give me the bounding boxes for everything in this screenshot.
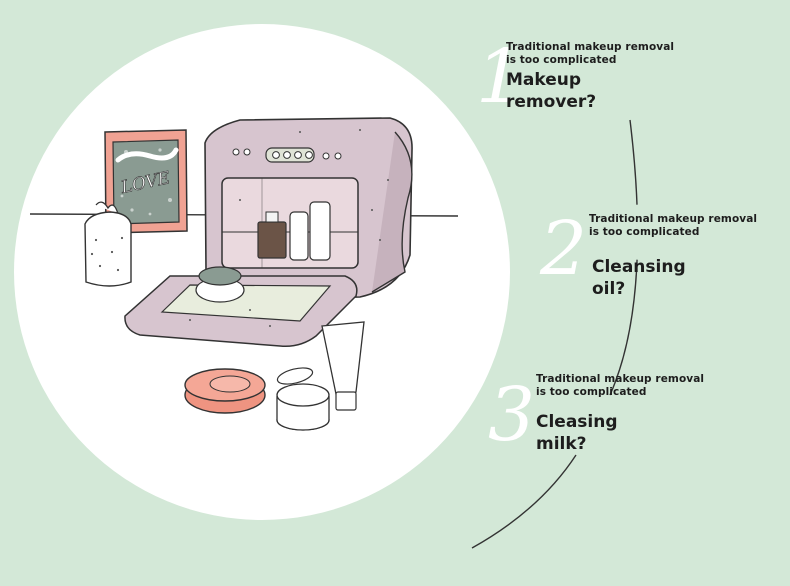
- item-2-caption: Traditional makeup removal is too compli…: [589, 213, 758, 238]
- decorative-arc: [609, 119, 639, 396]
- love-frame: LOVE: [104, 129, 188, 234]
- item-1-number: 1: [476, 34, 524, 120]
- decorative-arc-bottom: [471, 454, 577, 549]
- item-2-title: Cleansing oil?: [592, 257, 686, 299]
- item-1-caption: Traditional makeup removal is too compli…: [506, 41, 675, 66]
- cream-jar: [276, 367, 330, 431]
- tissue-box: [84, 201, 132, 287]
- item-3-number: 3: [488, 372, 536, 458]
- item-1-title-line1: Makeup: [506, 70, 582, 90]
- powder-compact: [184, 368, 266, 414]
- item-2-number: 2: [540, 206, 588, 292]
- cleansing-tube: [321, 321, 365, 411]
- item-3-title: Cleasing milk?: [536, 412, 618, 454]
- vanity-station: [124, 117, 413, 348]
- item-1-title-line2: remover?: [506, 92, 597, 112]
- item-3-caption: Traditional makeup removal is too compli…: [536, 373, 705, 398]
